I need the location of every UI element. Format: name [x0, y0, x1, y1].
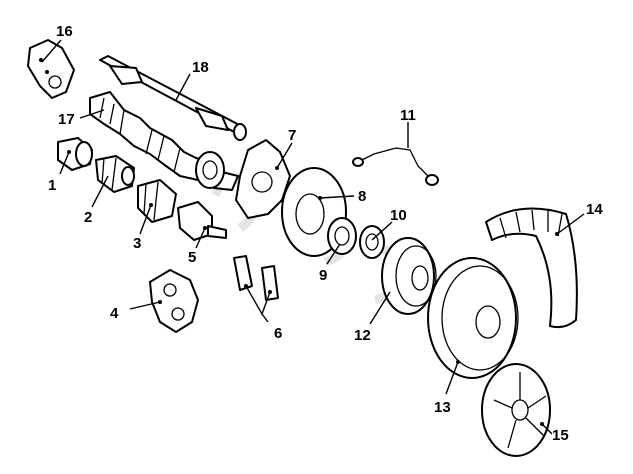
part-5-outer-joint [177, 201, 227, 241]
part-12-brake-disc [381, 237, 437, 315]
callout-9: 9 [319, 267, 327, 284]
part-15-hubcap [481, 363, 551, 457]
callout-8: 8 [358, 188, 366, 205]
part-9-bearing [327, 217, 357, 255]
part-7-knuckle [235, 139, 291, 219]
part-11-sensor-cable [352, 147, 439, 186]
callout-5: 5 [188, 249, 196, 266]
callout-12: 12 [354, 327, 371, 344]
callout-18: 18 [192, 59, 209, 76]
part-16-bracket [27, 39, 75, 99]
part-18-drive-shaft [99, 55, 247, 141]
callout-16: 16 [56, 23, 73, 40]
callout-10: 10 [390, 207, 407, 224]
part-4-caliper [149, 269, 199, 333]
callout-13: 13 [434, 399, 451, 416]
callout-15: 15 [552, 427, 569, 444]
callout-17: 17 [58, 111, 75, 128]
part-13-wheel-rim [427, 257, 519, 379]
part-3-boot [137, 179, 177, 223]
callout-2: 2 [84, 209, 92, 226]
part-2-boot [95, 155, 135, 193]
part-17-drive-shaft-assembly [89, 91, 239, 191]
part-6-brake-pads [233, 255, 279, 301]
part-10-circlip [359, 225, 385, 259]
part-1-inner-joint [57, 137, 93, 171]
callout-7: 7 [288, 127, 296, 144]
callout-6: 6 [274, 325, 282, 342]
callout-11: 11 [400, 107, 416, 124]
callout-14: 14 [586, 201, 603, 218]
callout-labels: 16 18 17 1 2 3 4 5 6 7 8 9 10 11 12 13 1… [48, 23, 603, 444]
part-14-tyre [485, 207, 578, 329]
callout-3: 3 [133, 235, 141, 252]
leader-lines [41, 39, 585, 435]
callout-1: 1 [48, 177, 56, 194]
callout-4: 4 [110, 305, 119, 322]
